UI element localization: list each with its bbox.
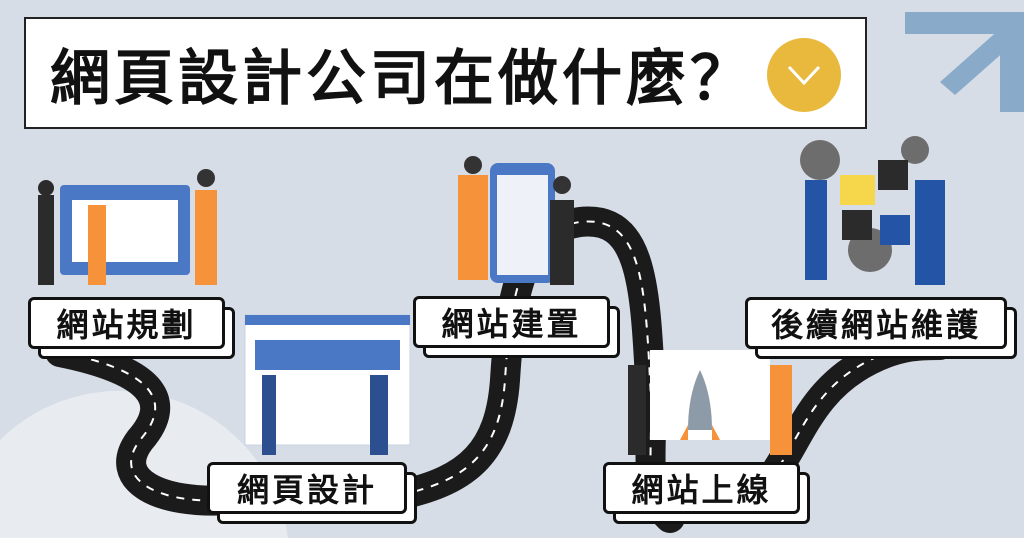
arrow-decoration-icon: [905, 12, 1024, 112]
people-illustration-planning: [38, 169, 217, 285]
people-illustration-maintenance: [800, 136, 945, 285]
title-banner: 網頁設計公司在做什麼？: [24, 17, 867, 129]
page-title: 網頁設計公司在做什麼？: [50, 43, 754, 114]
people-illustration-design: [244, 314, 411, 455]
step-planning: 網站規劃: [28, 297, 225, 349]
step-maintenance: 後續網站維護: [745, 297, 1007, 349]
people-illustration-build: [458, 156, 574, 285]
chevron-down-icon: [787, 65, 821, 85]
people-illustration-launch: [628, 350, 792, 455]
step-launch: 網站上線: [603, 462, 800, 514]
step-build: 網站建置: [413, 296, 610, 348]
step-design: 網頁設計: [207, 462, 407, 514]
chevron-down-button[interactable]: [767, 38, 841, 112]
